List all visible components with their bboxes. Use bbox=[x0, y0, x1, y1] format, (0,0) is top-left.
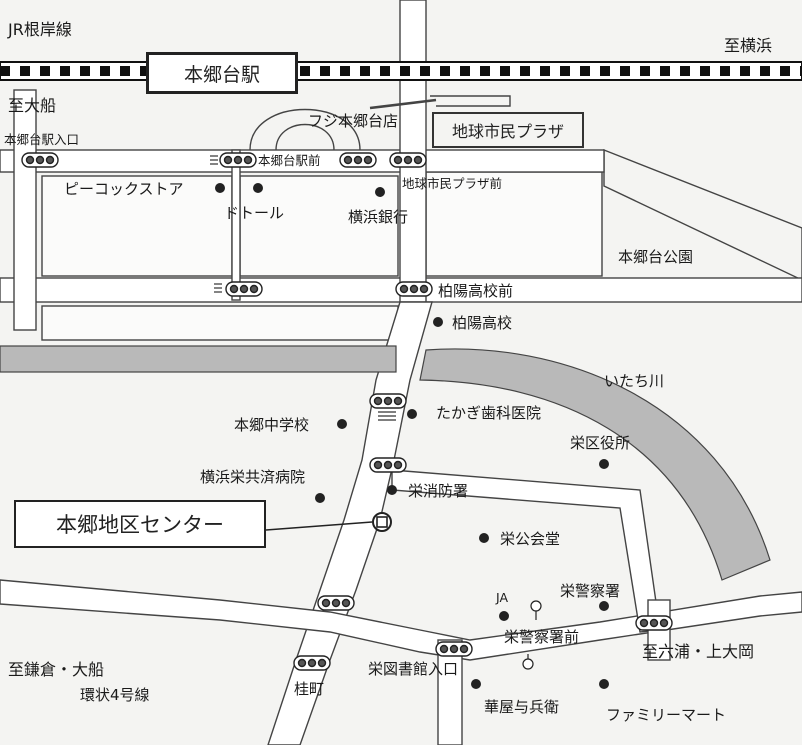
poi-dots bbox=[215, 183, 609, 689]
police-box-icons bbox=[522, 600, 542, 670]
block-strip bbox=[41, 305, 399, 341]
traffic-light-hakuyo-front bbox=[395, 281, 433, 297]
ja-label: JA bbox=[496, 590, 509, 605]
road-library bbox=[437, 639, 463, 745]
direction-to-mutsuura: 至六浦・上大岡 bbox=[642, 642, 755, 661]
doutor-label: ドトール bbox=[224, 204, 285, 222]
poi-familymart bbox=[599, 679, 609, 689]
station-entrance-label: 本郷台駅入口 bbox=[4, 132, 80, 147]
poi-hall bbox=[479, 533, 489, 543]
direction-to-yokohama: 至横浜 bbox=[724, 36, 773, 55]
block-peacock bbox=[41, 175, 233, 277]
traffic-light-station-front bbox=[339, 152, 377, 168]
plaza-front-label: 地球市民プラザ前 bbox=[402, 176, 503, 191]
hospital-label: 横浜栄共済病院 bbox=[200, 468, 306, 486]
traffic-light-mid bbox=[317, 595, 355, 611]
poi-police bbox=[599, 601, 609, 611]
fuji-label: フジ本郷台店 bbox=[308, 112, 399, 130]
road-between-1 bbox=[231, 149, 241, 301]
direction-to-ofuna: 至大船 bbox=[8, 96, 57, 115]
plaza-box: 地球市民プラザ bbox=[432, 112, 584, 148]
poi-doutor bbox=[253, 183, 263, 193]
poi-fire bbox=[387, 485, 397, 495]
hakuyo-front-label: 柏陽高校前 bbox=[438, 282, 514, 300]
road-west bbox=[13, 89, 37, 331]
road-central-north bbox=[399, 0, 427, 303]
traffic-light-plaza-front bbox=[389, 152, 427, 168]
katsura-label: 桂町 bbox=[294, 680, 325, 698]
police-label: 栄警察署 bbox=[560, 582, 621, 600]
hanaya-label: 華屋与兵衛 bbox=[484, 698, 560, 716]
traffic-lights bbox=[21, 152, 673, 671]
poi-hakuyo bbox=[433, 317, 443, 327]
yokohama-bank-label: 横浜銀行 bbox=[348, 208, 409, 226]
traffic-light-library bbox=[435, 641, 473, 657]
river-label: いたち川 bbox=[604, 372, 665, 390]
traffic-light-jhs bbox=[369, 393, 407, 409]
station-name-box: 本郷台駅 bbox=[146, 52, 298, 94]
station-plaza bbox=[249, 95, 511, 151]
park-label: 本郷台公園 bbox=[618, 248, 694, 266]
road-ring4 bbox=[0, 579, 802, 661]
poi-hanaya bbox=[471, 679, 481, 689]
hakuyo-label: 柏陽高校 bbox=[452, 314, 513, 332]
poi-takagi bbox=[407, 409, 417, 419]
crosswalks bbox=[210, 155, 396, 421]
traffic-light-fire bbox=[369, 457, 407, 473]
station-front-label: 本郷台駅前 bbox=[258, 153, 321, 168]
target-name-box: 本郷地区センター bbox=[14, 500, 266, 548]
takagi-label: たかぎ歯科医院 bbox=[436, 404, 542, 422]
familymart-label: ファミリーマート bbox=[606, 706, 727, 724]
road-station-front bbox=[0, 149, 605, 173]
rail-line bbox=[0, 61, 802, 81]
target-marker bbox=[265, 512, 392, 532]
block-plaza bbox=[425, 171, 603, 277]
traffic-light-station-west bbox=[219, 152, 257, 168]
traffic-light-katsura bbox=[293, 655, 331, 671]
poi-yokohama-bank bbox=[375, 187, 385, 197]
traffic-light-hakuyo-west bbox=[225, 281, 263, 297]
library-entrance-label: 栄図書館入口 bbox=[368, 660, 459, 678]
traffic-light-police bbox=[635, 615, 673, 631]
hongo-jhs-label: 本郷中学校 bbox=[234, 416, 310, 434]
poi-ward-office bbox=[599, 459, 609, 469]
river-itachi bbox=[0, 345, 771, 581]
poi-peacock bbox=[215, 183, 225, 193]
poi-ja bbox=[499, 611, 509, 621]
police-front-label: 栄警察署前 bbox=[504, 628, 580, 646]
rail-line-label: JR根岸線 bbox=[8, 20, 72, 39]
block-doutor-bank bbox=[239, 175, 399, 277]
city-blocks bbox=[41, 148, 802, 341]
traffic-light-station-entrance bbox=[21, 152, 59, 168]
poi-hospital bbox=[315, 493, 325, 503]
fire-label: 栄消防署 bbox=[408, 482, 469, 500]
peacock-label: ピーコックストア bbox=[64, 180, 184, 198]
ward-office-label: 栄区役所 bbox=[570, 434, 631, 452]
direction-to-kamakura: 至鎌倉・大船 bbox=[8, 660, 105, 679]
hall-label: 栄公会堂 bbox=[500, 530, 561, 548]
ring4-label: 環状4号線 bbox=[80, 686, 150, 704]
poi-hongo-jhs bbox=[337, 419, 347, 429]
